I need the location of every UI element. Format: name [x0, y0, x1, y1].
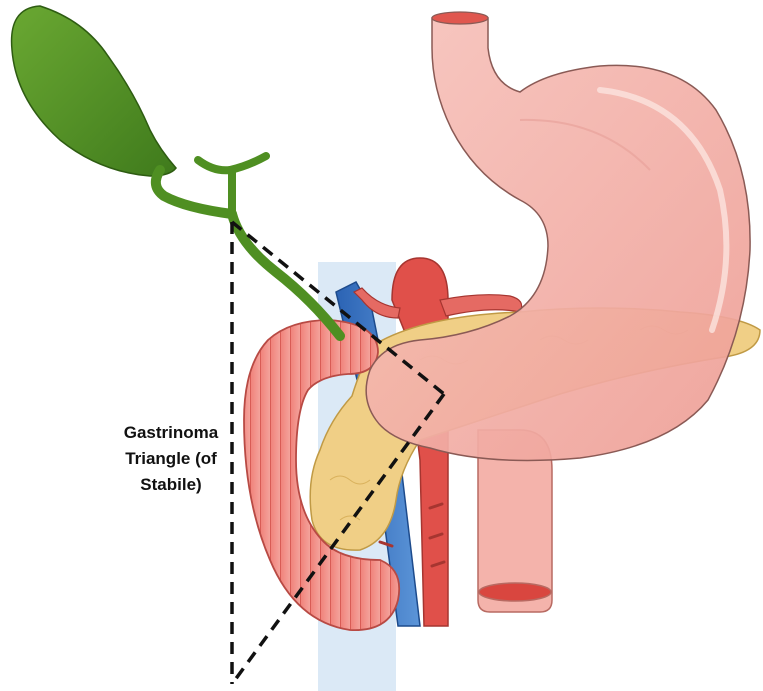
stomach [366, 18, 750, 460]
esophagus-opening [432, 12, 488, 24]
cystic-duct [156, 170, 232, 214]
label-line-2: Triangle (of Stabile) [96, 446, 246, 498]
label-line-1: Gastrinoma [96, 420, 246, 446]
tube-opening [479, 583, 551, 601]
gallbladder [12, 6, 176, 176]
gastrinoma-triangle-label: Gastrinoma Triangle (of Stabile) [96, 420, 246, 498]
